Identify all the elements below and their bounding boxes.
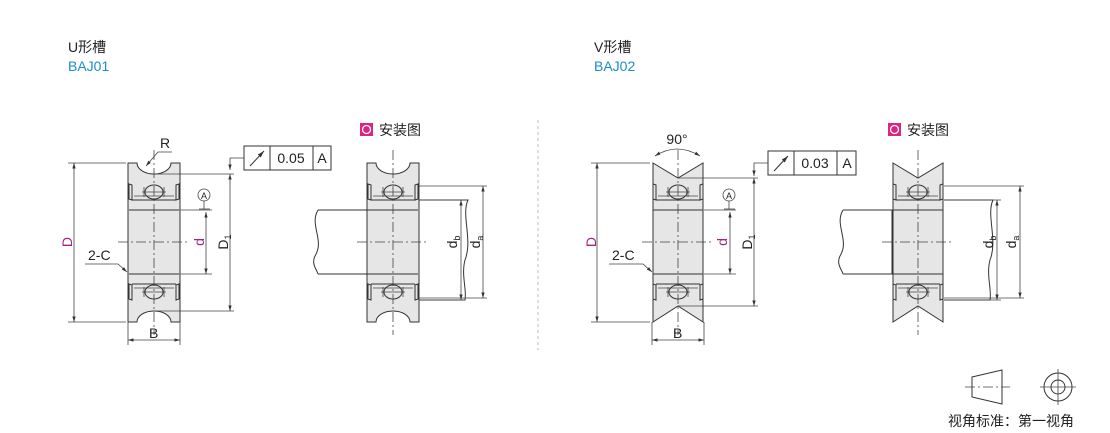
v-tolerance-frame: 0.03 A	[752, 150, 857, 176]
seal	[367, 283, 372, 301]
tolerance-value: 0.03	[801, 155, 828, 171]
seal	[939, 283, 944, 301]
v-dimension-labels: 90° D d D1 2-C B A	[583, 131, 757, 341]
v-mount-title: 安装图	[888, 122, 949, 138]
bore-diameter-label: d	[714, 238, 730, 246]
housing-shoulder	[419, 199, 469, 301]
shaft	[838, 209, 898, 275]
seal	[128, 283, 133, 301]
seal	[175, 183, 180, 201]
u-groove-title: U形槽	[68, 39, 106, 55]
seal	[367, 183, 372, 201]
seal	[939, 183, 944, 201]
datum-label: A	[726, 191, 732, 201]
u-dimension-labels: R D d D1 2-C B A	[59, 135, 233, 341]
tolerance-value: 0.05	[277, 150, 304, 166]
u-da-label: da	[467, 236, 485, 249]
projection-standard-label: 视角标准：第一视角	[948, 413, 1074, 429]
mount-title-text: 安装图	[379, 122, 421, 138]
bore-diameter-label: d	[191, 238, 207, 246]
chamfer-label: 2-C	[88, 247, 111, 263]
shaft	[313, 209, 373, 275]
seal	[892, 283, 897, 301]
v-da-label: da	[1003, 236, 1021, 249]
tolerance-datum: A	[842, 155, 852, 171]
v-db-label: db	[980, 236, 998, 249]
u-mount-title: 安装图	[360, 122, 421, 138]
seal	[892, 183, 897, 201]
seal	[652, 283, 657, 301]
u-mount-wheel	[357, 150, 429, 335]
groove-diameter-label: D1	[215, 234, 233, 249]
width-label: B	[149, 325, 158, 341]
housing-shoulder	[944, 199, 994, 301]
u-groove-wheel	[118, 150, 190, 335]
groove-diameter-label: D1	[739, 234, 757, 249]
tolerance-datum: A	[317, 150, 327, 166]
chamfer-label: 2-C	[612, 247, 635, 263]
v-groove-title: V形槽	[594, 39, 631, 55]
outer-diameter-label: D	[59, 237, 75, 247]
v-groove-code: BAJ02	[594, 58, 635, 74]
seal	[175, 283, 180, 301]
datum-label: A	[201, 191, 207, 201]
seal	[699, 283, 704, 301]
radius-label: R	[160, 135, 170, 151]
outer-diameter-label: D	[583, 237, 599, 247]
u-tolerance-frame: 0.05 A	[228, 145, 332, 171]
seal	[128, 183, 133, 201]
seal	[414, 283, 419, 301]
mount-title-text: 安装图	[907, 122, 949, 138]
seal	[414, 183, 419, 201]
u-db-label: db	[444, 236, 462, 249]
seal	[699, 183, 704, 201]
width-label: B	[673, 325, 682, 341]
v-mount-wheel	[882, 150, 954, 335]
u-groove-code: BAJ01	[68, 58, 109, 74]
angle-label: 90°	[666, 131, 687, 147]
circular-runout-icon	[249, 150, 265, 167]
seal	[652, 183, 657, 201]
first-angle-projection-icon	[965, 369, 1076, 405]
circular-runout-icon	[773, 155, 789, 172]
